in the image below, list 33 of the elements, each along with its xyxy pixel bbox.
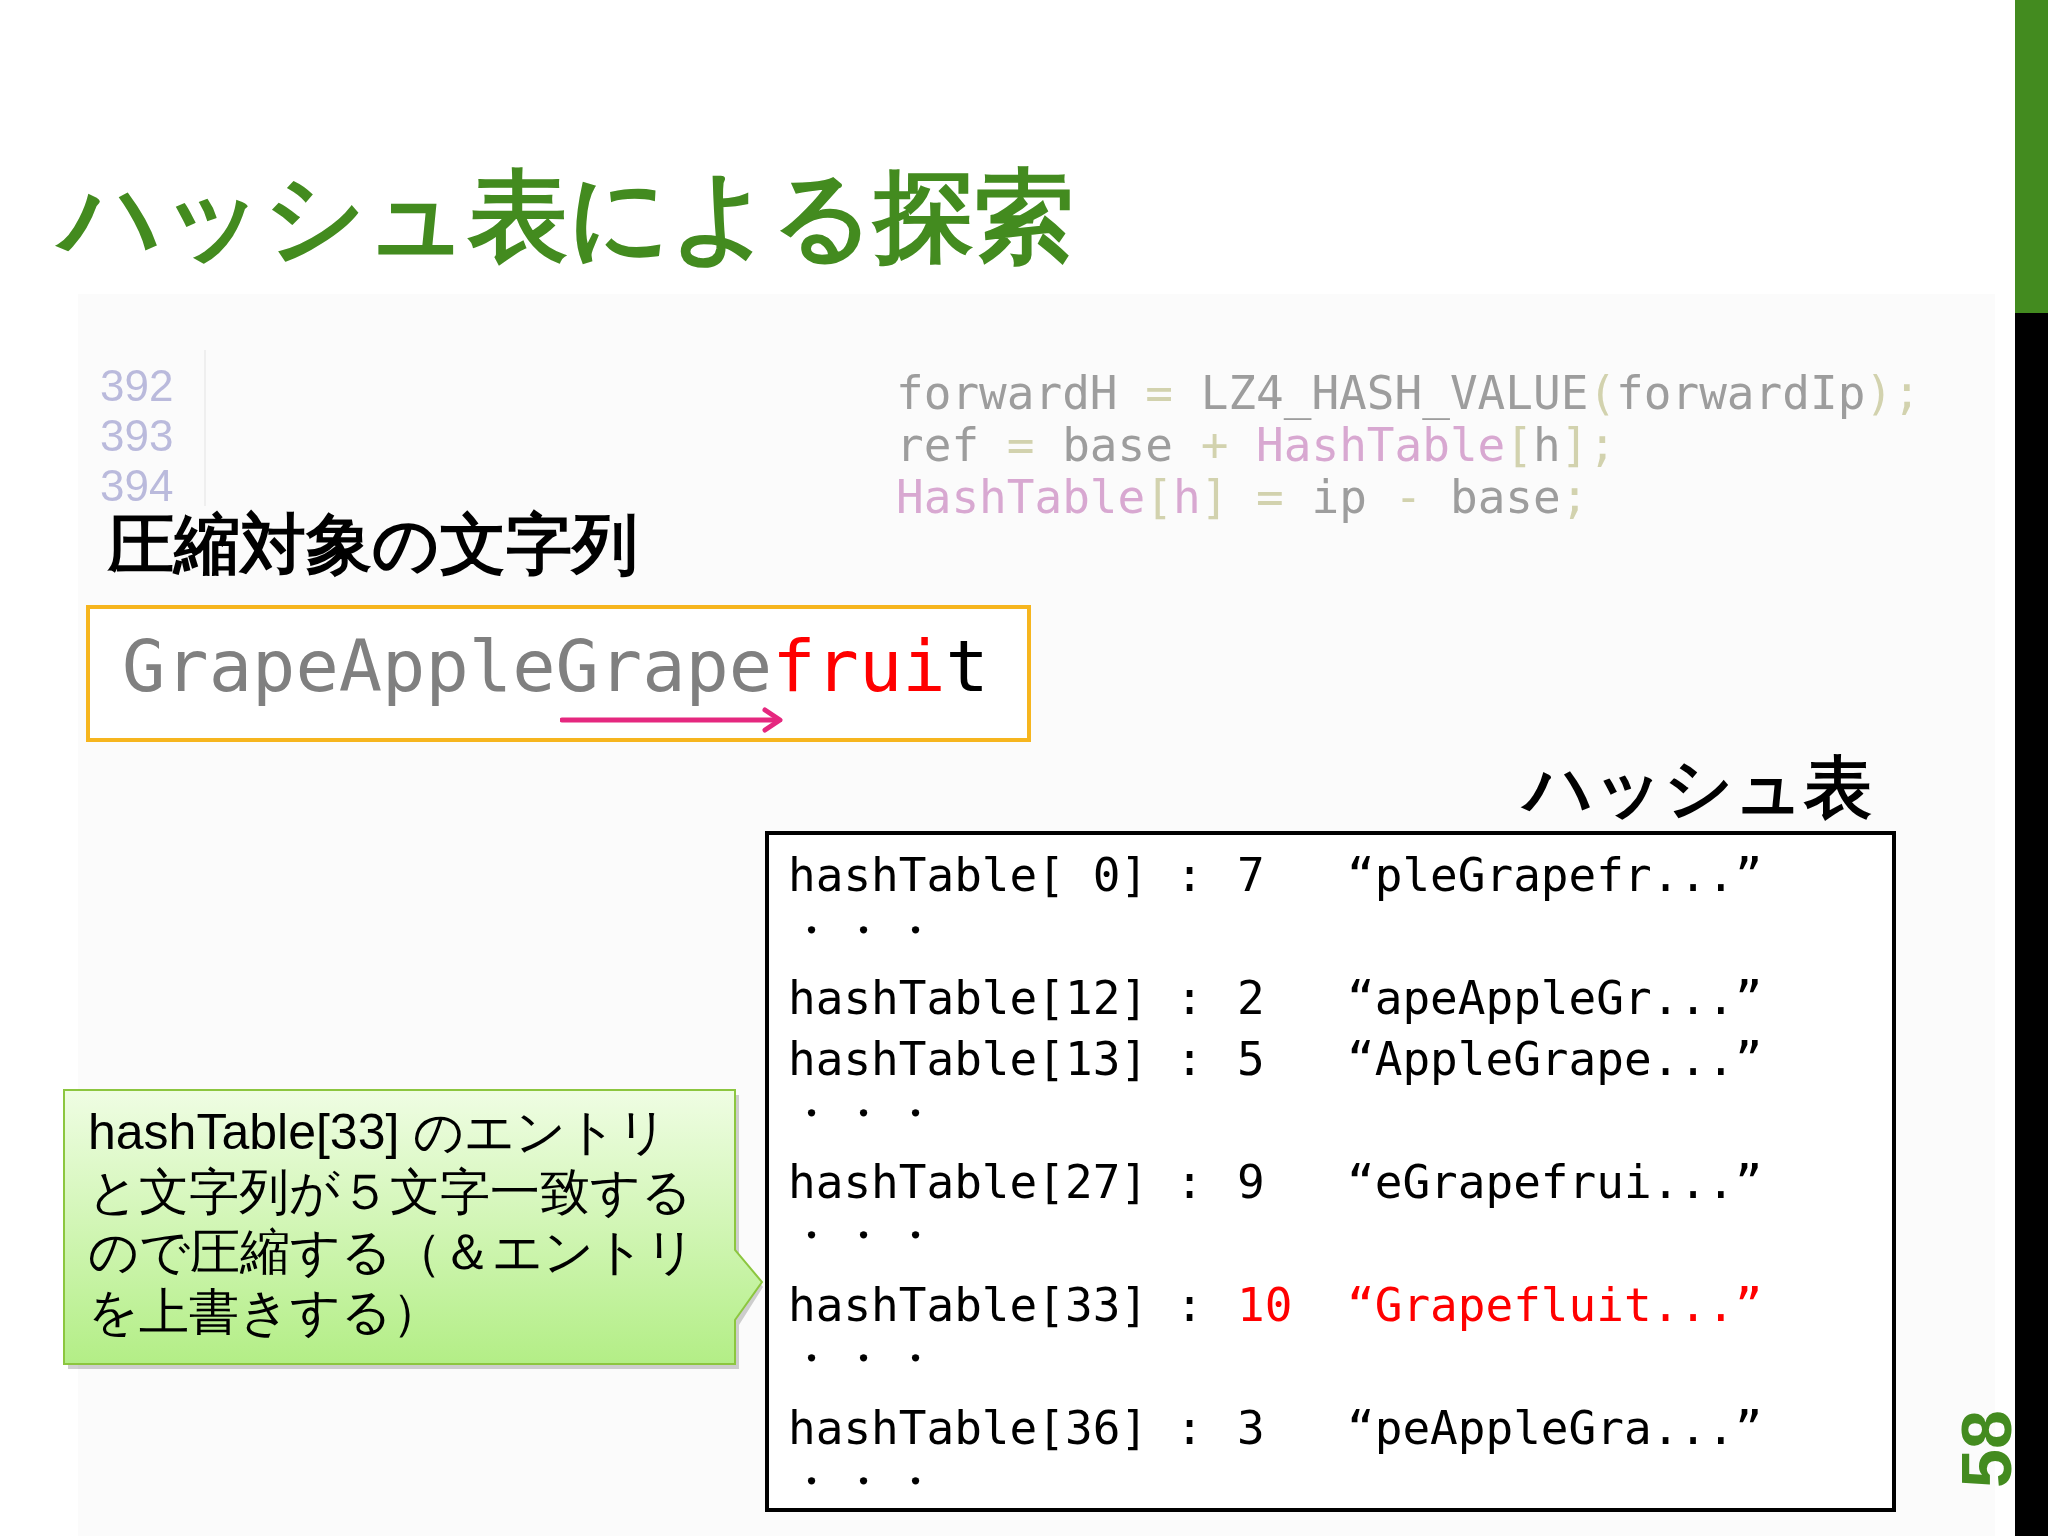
hash-value: 2 [1237, 973, 1265, 1023]
hash-key: hashTable[12] : [788, 973, 1204, 1023]
callout-text: hashTable[33] のエントリと文字列が５文字一致するので圧縮する（＆エントリを上書きする） [88, 1103, 697, 1342]
slide-title: ハッシュ表による探索 [50, 151, 1084, 281]
hash-key: hashTable[27] : [788, 1157, 1204, 1207]
hash-key: hashTable[36] : [788, 1403, 1204, 1453]
hash-value: 5 [1237, 1034, 1265, 1084]
code-line: HashTable[h] = ip - base; [896, 471, 1589, 523]
line-number: 392 [100, 361, 174, 411]
string-preview: “pleGrapefr...” [1347, 850, 1763, 900]
string-preview: “eGrapefrui...” [1347, 1157, 1763, 1207]
string-preview: “apeAppleGr...” [1347, 973, 1763, 1023]
string-preview: “Grapefluit...” [1347, 1280, 1763, 1330]
ellipsis: ・・・ [788, 905, 944, 955]
code-line: ref = base + HashTable[h]; [896, 419, 1617, 471]
string-preview: “AppleGrape...” [1347, 1034, 1763, 1084]
hash-key: hashTable[33] : [788, 1280, 1204, 1330]
hash-value: 9 [1237, 1157, 1265, 1207]
hash-value: 3 [1237, 1403, 1265, 1453]
hash-value: 10 [1237, 1280, 1293, 1330]
section-heading: 圧縮対象の文字列 [108, 511, 638, 577]
ellipsis: ・・・ [788, 1088, 944, 1138]
hash-value: 7 [1237, 850, 1265, 900]
line-number: 394 [100, 461, 174, 511]
ellipsis: ・・・ [788, 1456, 944, 1506]
string-preview: “peAppleGra...” [1347, 1403, 1763, 1453]
code-line: forwardH = LZ4_HASH_VALUE(forwardIp); [896, 367, 1921, 419]
ellipsis: ・・・ [788, 1210, 944, 1260]
ellipsis: ・・・ [788, 1333, 944, 1383]
hash-key: hashTable[13] : [788, 1034, 1204, 1084]
line-number: 393 [100, 411, 174, 461]
page-number: 58 [1960, 1409, 2014, 1490]
hash-key: hashTable[ 0] : [788, 850, 1204, 900]
